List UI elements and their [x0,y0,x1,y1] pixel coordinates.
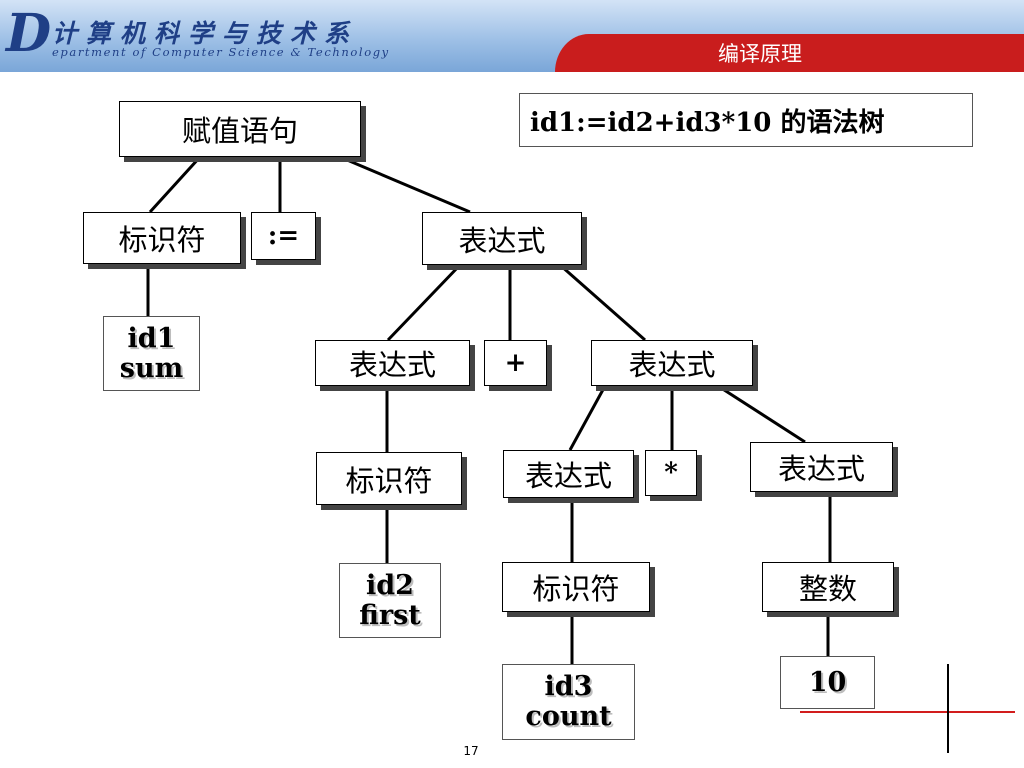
course-title-tab [555,34,1024,72]
edge-exprc-left [568,385,607,451]
edge-expr-right [559,263,646,342]
department-name-cn: 计算机科学与技术系 [52,19,359,48]
node-identifier-3: 标识符 [502,562,650,612]
leaf-integer-10: 10 [780,656,875,709]
leaf-id2-first: id2 first [339,563,441,638]
edge-root-expr [339,155,471,214]
leaf-id3-value: count [525,701,612,732]
edge-expr-left [386,263,462,342]
leaf-id3-count: id3 count [502,664,635,740]
node-identifier-1: 标识符 [83,212,241,264]
leaf-id1-name: id1 [127,322,176,354]
node-plus-operator: + [484,340,547,386]
node-expression-2: 表达式 [315,340,470,386]
leaf-id1-sum: id1 sum [103,316,200,391]
node-expression-3: 表达式 [591,340,753,386]
node-multiply-operator: * [645,450,697,496]
leaf-id3-name: id3 [544,671,593,702]
page-number: 17 [463,744,479,758]
decorative-black-line [947,664,949,753]
department-name-en: epartment of Computer Science & Technolo… [52,45,390,59]
leaf-id2-value: first [359,599,421,631]
node-assign-operator: := [251,212,316,260]
node-integer: 整数 [762,562,894,612]
course-title: 编译原理 [718,42,802,66]
edge-root-id [148,155,202,214]
node-identifier-2: 标识符 [316,452,462,505]
node-assignment-statement: 赋值语句 [119,101,361,157]
node-expression-4: 表达式 [503,450,634,498]
tree-caption: id1:=id2+id3*10 的语法树 [519,93,973,147]
leaf-id1-value: sum [119,352,184,384]
leaf-id2-name: id2 [366,569,414,601]
slide-header: D 计算机科学与技术系 epartment of Computer Scienc… [0,0,1024,72]
department-logo: D [6,3,52,64]
node-expression-5: 表达式 [750,442,893,492]
edge-exprc-right [717,384,806,444]
decorative-red-line [800,711,1015,713]
node-expression-1: 表达式 [422,212,582,265]
